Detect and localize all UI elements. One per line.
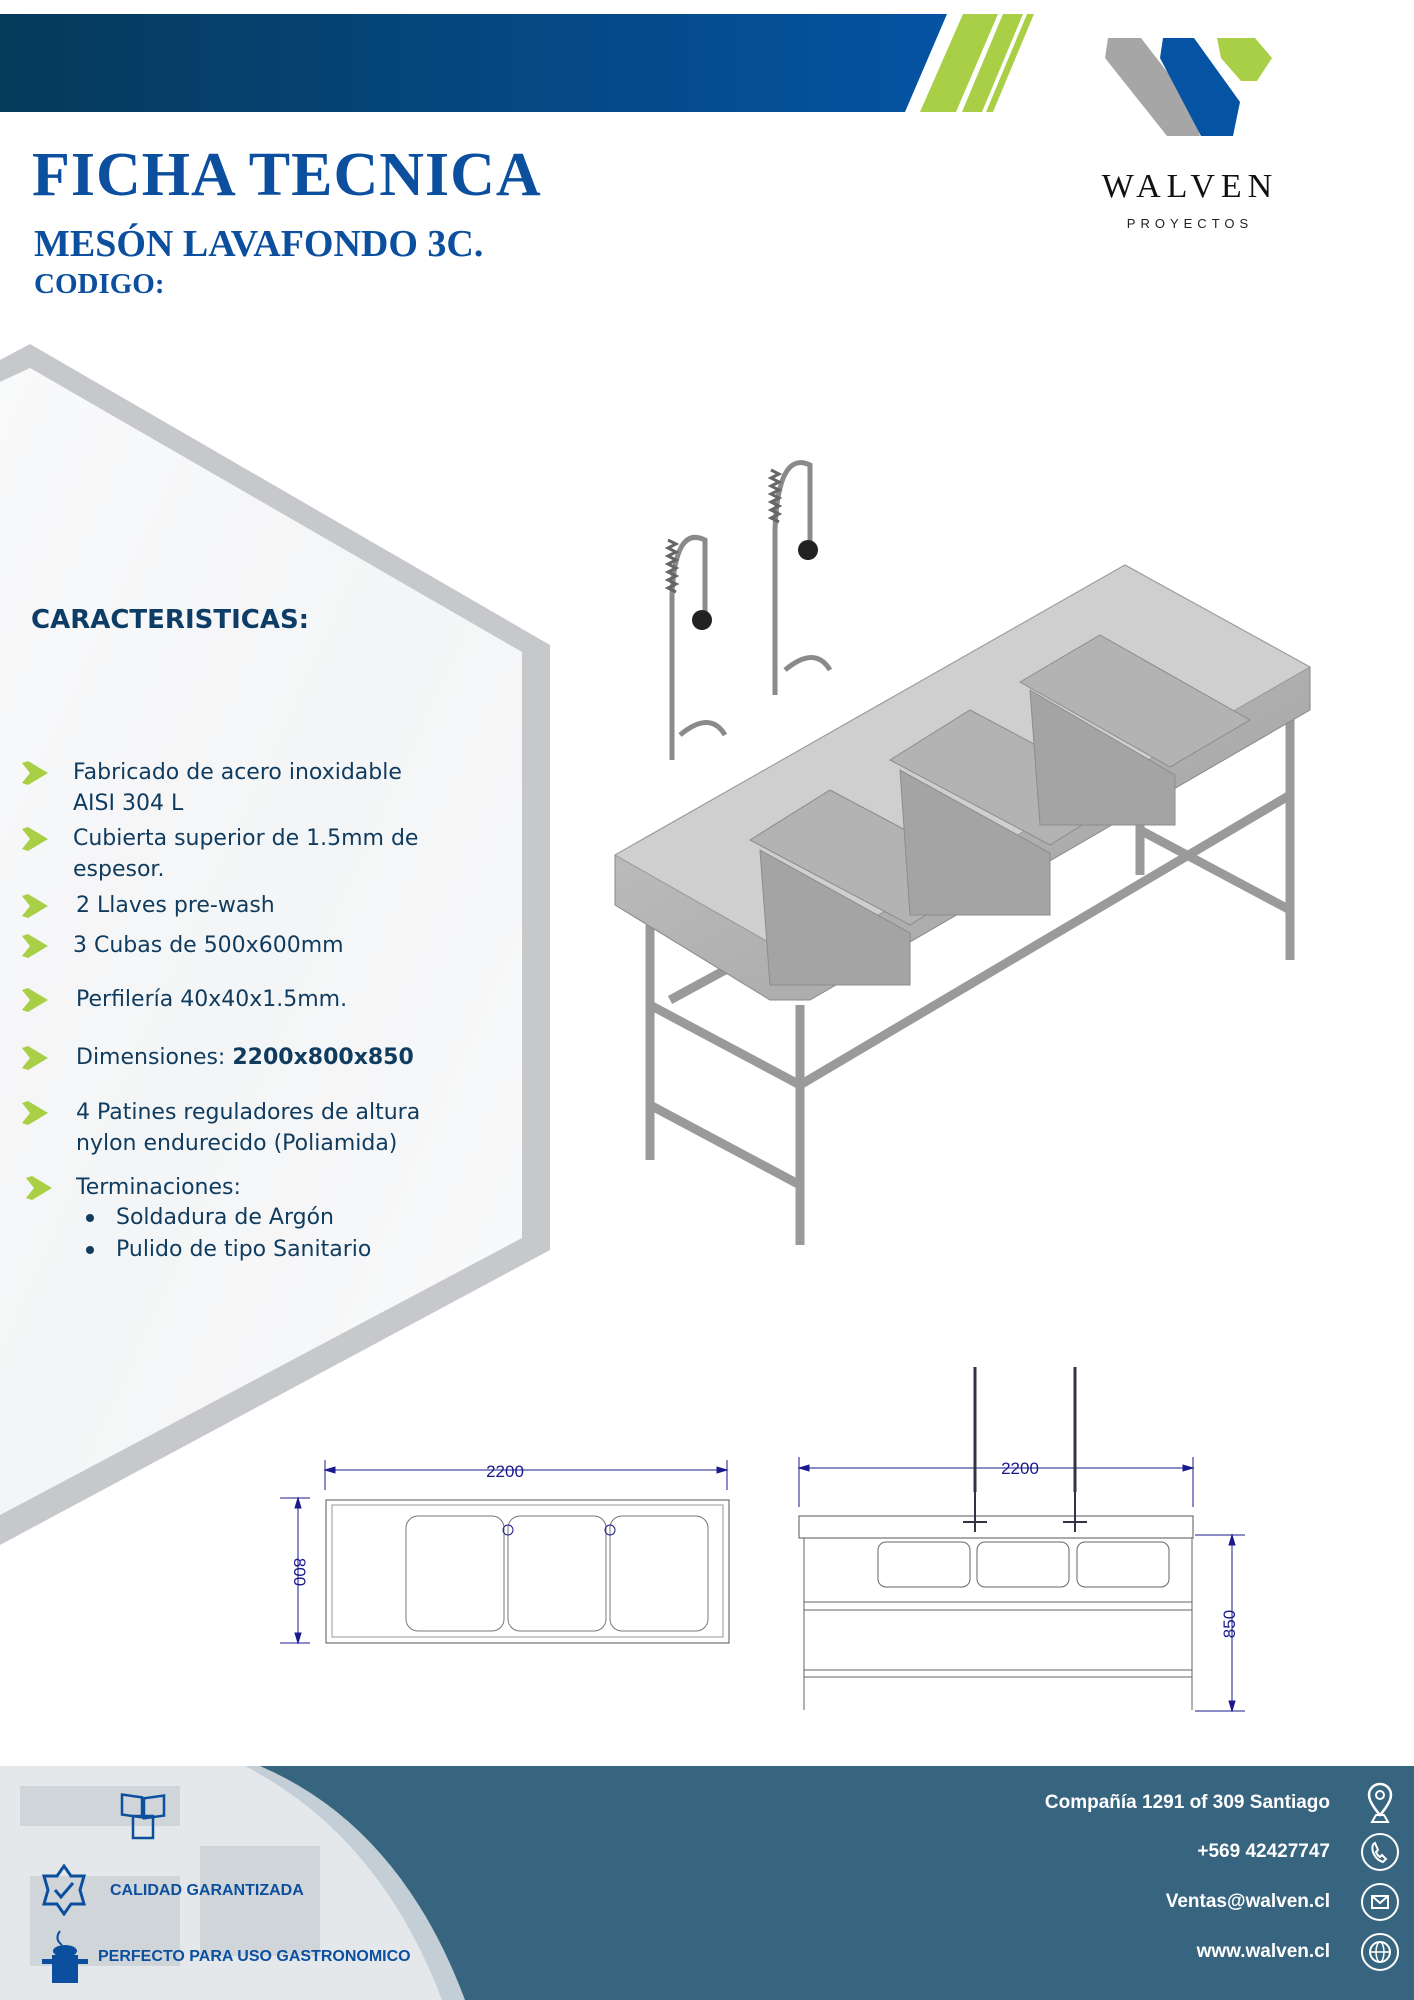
feature-text: Perfilería 40x40x1.5mm.: [76, 987, 348, 1012]
product-name: MESÓN LAVAFONDO 3C.: [34, 223, 484, 265]
chevron-right-icon: [26, 1176, 52, 1200]
sub-bullet-text: Soldadura de Argón: [116, 1205, 334, 1230]
code-label: CODIGO:: [34, 268, 165, 300]
feature-text: 2 Llaves pre-wash: [76, 893, 275, 918]
chevron-right-icon: [22, 761, 48, 785]
page-title: FICHA TECNICA: [32, 141, 542, 209]
chevron-right-icon: [22, 894, 48, 918]
logo-tagline: PROYECTOS: [1126, 216, 1254, 231]
green-stripe: [920, 14, 998, 112]
front-width-label: 2200: [1001, 1459, 1039, 1478]
chevron-right-icon: [22, 827, 48, 851]
bullet-dot: [86, 1214, 94, 1222]
chevron-right-icon: [22, 1101, 48, 1125]
feature-text: Dimensiones:: [76, 1045, 233, 1070]
mail-icon: [1361, 1883, 1399, 1921]
footer-kitchen-background: [0, 1766, 465, 2000]
feature-text: Fabricado de acero inoxidable: [73, 760, 402, 785]
boxes-icon: [120, 1793, 166, 1840]
walven-logo-icon: [1105, 38, 1272, 136]
globe-icon: [1361, 1933, 1399, 1971]
bullet-dot: [86, 1246, 94, 1254]
top-depth-label: 800: [290, 1558, 309, 1586]
feature-text: 3 Cubas de 500x600mm: [73, 933, 344, 958]
feature-text: nylon endurecido (Poliamida): [76, 1131, 398, 1156]
badge-quality: CALIDAD GARANTIZADA: [110, 1882, 304, 1899]
location-pin-icon: [1367, 1782, 1393, 1823]
characteristics-title: CARACTERISTICAS:: [31, 605, 310, 635]
hexagon-background: [0, 344, 550, 1545]
cooking-pot-icon: [42, 1930, 88, 1983]
sub-bullet-text: Pulido de tipo Sanitario: [116, 1237, 372, 1262]
quality-seal-icon: [42, 1864, 86, 1916]
feature-text: espesor.: [73, 857, 165, 882]
feature-text: Cubierta superior de 1.5mm de: [73, 826, 419, 851]
chevron-right-icon: [22, 988, 48, 1012]
feature-text: AISI 304 L: [73, 791, 184, 816]
header-banner: [0, 14, 1034, 112]
feature-text: 4 Patines reguladores de altura: [76, 1100, 421, 1125]
top-width-label: 2200: [486, 1462, 524, 1481]
chevron-right-icon: [22, 1046, 48, 1070]
sub-bullet: Soldadura de Argón: [86, 1205, 334, 1230]
address-text: Compañía 1291 of 309 Santiago: [1044, 1792, 1330, 1813]
sub-bullet: Pulido de tipo Sanitario: [86, 1237, 371, 1262]
product-illustration: [613, 460, 1312, 1245]
website-link[interactable]: www.walven.cl: [1196, 1941, 1330, 1962]
phone-icon: [1361, 1833, 1399, 1871]
dimensions-value: 2200x800x850: [232, 1045, 414, 1070]
logo-wordmark: WALVEN: [1101, 168, 1279, 205]
front-height-label: 850: [1220, 1610, 1239, 1638]
badge-gastronomic: PERFECTO PARA USO GASTRONOMICO: [98, 1948, 411, 1965]
top-view-drawing: 2200 800: [280, 1460, 730, 1645]
chevron-right-icon: [22, 934, 48, 958]
front-view-drawing: 2200 850: [797, 1367, 1245, 1713]
footer: CALIDAD GARANTIZADA PERFECTO PARA USO GA…: [0, 1766, 1414, 2000]
feature-text: Terminaciones:: [76, 1175, 241, 1200]
email-link[interactable]: Ventas@walven.cl: [1165, 1891, 1330, 1912]
phone-link[interactable]: +569 42427747: [1197, 1841, 1330, 1862]
